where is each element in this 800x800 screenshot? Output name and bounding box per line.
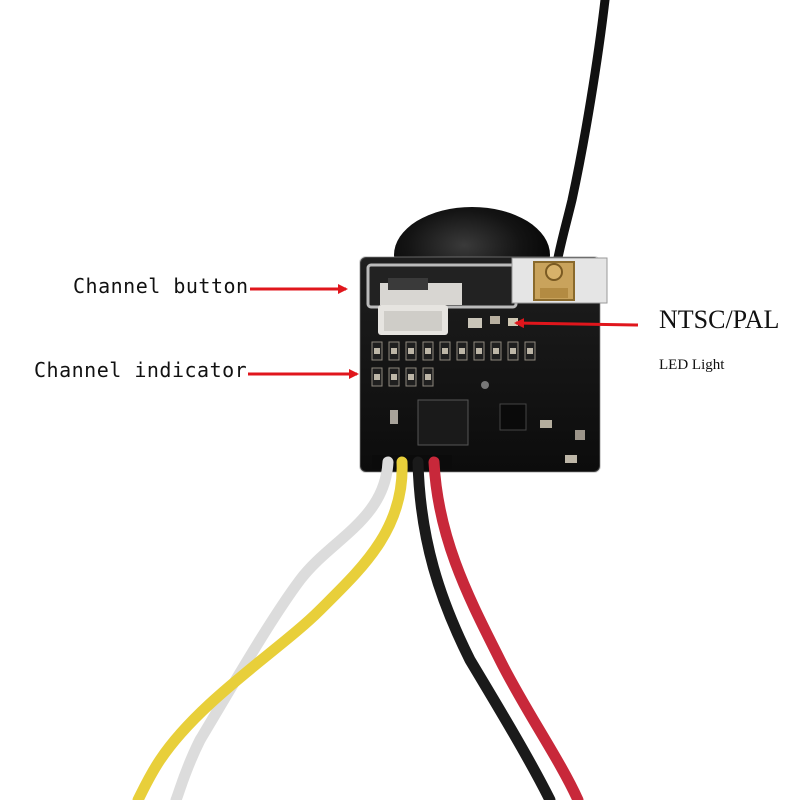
led-pad <box>459 348 465 354</box>
arrow-ntsc-pal <box>514 318 639 329</box>
led-pad <box>493 348 499 354</box>
ufl-connector <box>511 257 608 304</box>
label-ntsc-pal: NTSC/PAL <box>659 305 780 334</box>
led-pad <box>391 348 397 354</box>
led-pad <box>425 374 431 380</box>
antenna-cable <box>551 0 610 273</box>
label-channel-indicator: Channel indicator <box>34 358 248 382</box>
led-pad <box>476 348 482 354</box>
led-pad <box>374 348 380 354</box>
led-pad <box>510 348 516 354</box>
label-led-light: LED Light <box>659 357 725 373</box>
ic-chip <box>417 399 469 446</box>
channel-button-component <box>378 278 462 335</box>
led-array <box>371 341 536 387</box>
led-pad <box>442 348 448 354</box>
regulator <box>499 403 527 431</box>
label-channel-button: Channel button <box>73 274 249 298</box>
led-pad <box>391 374 397 380</box>
led-pad <box>527 348 533 354</box>
power-wires <box>132 456 584 800</box>
led-pad <box>425 348 431 354</box>
led-pad <box>408 348 414 354</box>
led-pad <box>374 374 380 380</box>
led-pad <box>408 374 414 380</box>
